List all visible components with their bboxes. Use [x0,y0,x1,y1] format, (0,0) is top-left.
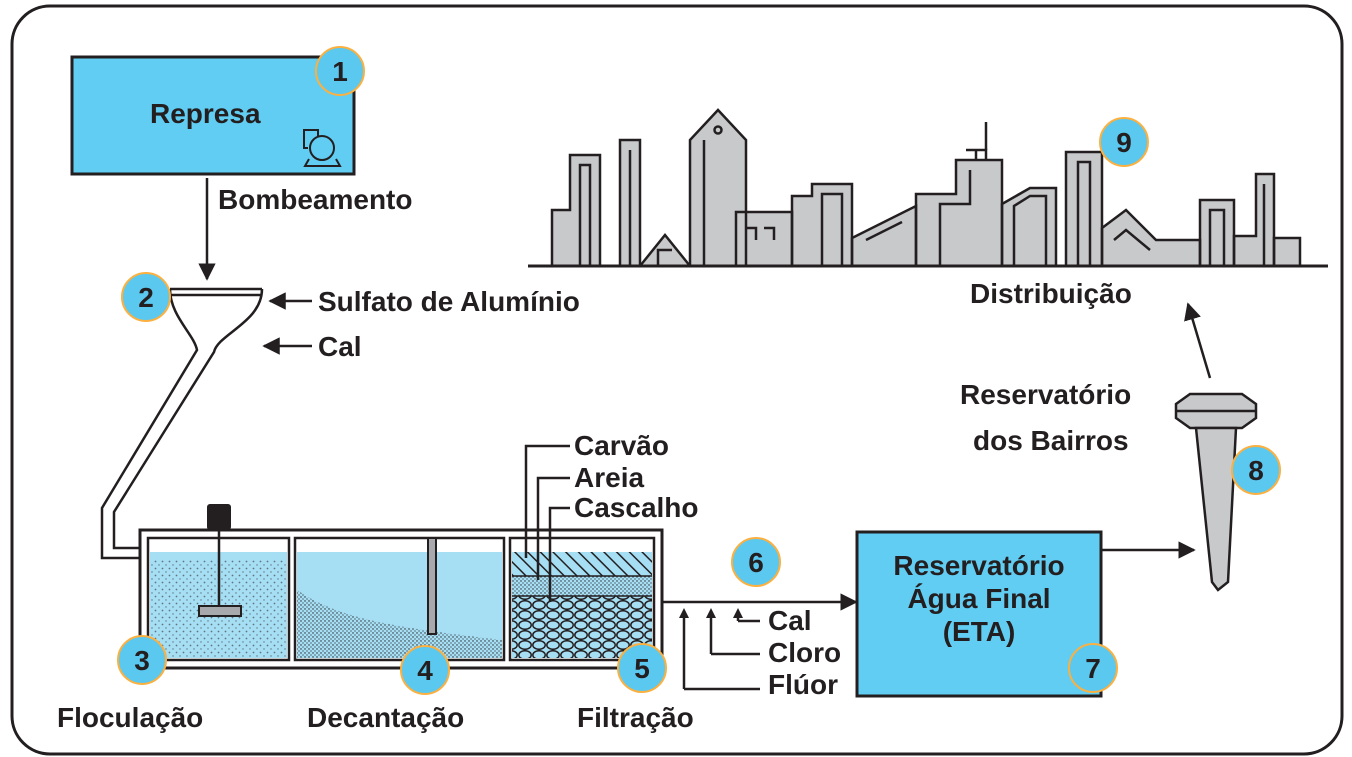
final-reservoir-line2: Água Final [907,583,1050,614]
filter-layer-sand: Areia [574,462,644,493]
mixer-motor-icon [207,504,231,530]
filter-layer-leaders [524,444,570,602]
distribution-label: Distribuição [970,278,1132,309]
step-badge-4: 4 [400,645,450,695]
svg-text:7: 7 [1085,653,1101,684]
step-badge-1: 1 [315,46,365,96]
lime-top-label: Cal [318,331,362,362]
step-badge-5: 5 [617,643,667,693]
svg-text:3: 3 [134,645,150,676]
represa-label: Represa [150,98,261,129]
step-badge-6: 6 [731,537,781,587]
district-reservoir-line2: dos Bairros [973,425,1129,456]
decantation-chamber [293,536,506,662]
svg-text:8: 8 [1248,455,1264,486]
additive-leaders [682,617,760,691]
additive-arrowheads [679,608,743,618]
flow-arrow-to-city [1184,302,1212,379]
svg-text:1: 1 [332,56,348,87]
filtration-label: Filtração [577,702,694,733]
district-water-tower [1174,392,1258,592]
district-reservoir-line1: Reservatório [960,379,1131,410]
svg-text:6: 6 [748,547,764,578]
outer-frame [10,4,1344,756]
city-skyline [528,108,1328,268]
final-reservoir-line3: (ETA) [943,616,1016,647]
step-badge-3: 3 [117,635,167,685]
additive-fluoride: Flúor [768,669,838,700]
svg-text:5: 5 [634,653,650,684]
final-water-reservoir: Reservatório Água Final (ETA) [855,530,1103,698]
svg-text:2: 2 [138,282,154,313]
step-badge-9: 9 [1099,117,1149,167]
sulfate-label: Sulfato de Alumínio [318,286,580,317]
filter-layer-charcoal: Carvão [574,430,669,461]
additive-lime: Cal [768,605,812,636]
filter-layer-gravel: Cascalho [574,492,699,523]
step-badge-2: 2 [121,272,171,322]
svg-text:9: 9 [1116,127,1132,158]
treatment-tank [138,504,664,670]
pumping-label: Bombeamento [218,184,412,215]
additive-chlorine: Cloro [768,637,841,668]
dosing-funnel [100,287,264,560]
svg-text:4: 4 [417,655,433,686]
flocculation-label: Floculação [57,702,203,733]
decantation-label: Decantação [307,702,464,733]
step-badge-7: 7 [1068,643,1118,693]
pump-icon [303,129,342,167]
reservoir-represa: Represa [70,55,356,176]
final-reservoir-line1: Reservatório [893,550,1064,581]
filtration-chamber [508,536,656,662]
step-badge-8: 8 [1231,445,1281,495]
